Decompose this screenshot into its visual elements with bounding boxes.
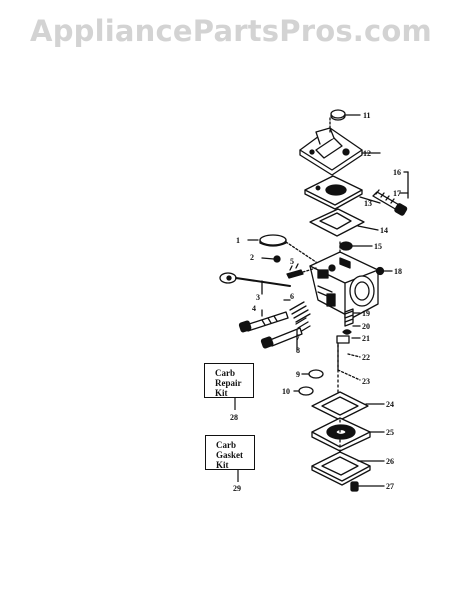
kit-label-line: Carb [216,440,236,450]
leaders-22-23 [337,342,361,381]
part-screw-27 [350,481,385,492]
callout-number-14: 14 [380,226,388,235]
part-cap [330,109,361,121]
callout-number-22: 22 [362,353,370,362]
callout-number-15: 15 [374,242,382,251]
callout-number-11: 11 [363,111,371,120]
callout-number-24: 24 [386,400,394,409]
callout-number-27: 27 [386,482,394,491]
callout-number-4: 4 [252,304,256,313]
part-screw-15 [339,241,373,251]
callout-number-13: 13 [364,199,372,208]
callout-number-9: 9 [296,370,300,379]
part-screw-7-8 [260,317,311,351]
part-plug-18 [375,266,393,276]
callout-number-26: 26 [386,457,394,466]
part-washer-10 [293,386,314,396]
callout-number-18: 18 [394,267,402,276]
part-diaphragm-25 [311,417,385,452]
callout-number-7: 7 [296,333,300,342]
part-screw-4 [238,309,289,333]
callout-number-16: 16 [393,168,401,177]
carb-repair-kit-number: 28 [230,413,238,422]
callout-number-25: 25 [386,428,394,437]
kit-label-line: Carb [215,368,235,378]
part-spring-6 [283,299,311,323]
part-gasket [309,208,379,237]
part-screw-2 [261,255,281,263]
part-needle-19-21 [336,308,361,344]
callout-number-3: 3 [256,293,260,302]
kit-label-line: Kit [216,460,229,470]
part-carb-body [309,239,379,319]
callout-number-5: 5 [290,257,294,266]
part-gasket-24 [311,391,385,421]
callout-number-8: 8 [296,346,300,355]
callout-number-19: 19 [362,309,370,318]
kit-label-line: Repair [215,378,242,388]
carb-gasket-kit-box: Carb Gasket Kit [205,435,255,470]
part-washer-9 [301,369,324,379]
carb-repair-kit-box: Carb Repair Kit [204,363,254,398]
kit-label-line: Kit [215,388,228,398]
callout-number-21: 21 [362,334,370,343]
callout-number-17: 17 [393,189,401,198]
carb-gasket-kit-number: 29 [233,484,241,493]
watermark-logo: AppliancePartsPros.com [30,14,432,48]
callout-number-10: 10 [282,387,290,396]
part-pin-5 [286,263,317,279]
callout-number-6: 6 [290,292,294,301]
callout-number-2: 2 [250,253,254,262]
part-diaphragm [304,175,381,210]
callout-number-23: 23 [362,377,370,386]
callout-number-12: 12 [363,149,371,158]
callout-number-1: 1 [236,236,240,245]
kit-label-line: Gasket [216,450,243,460]
callout-number-20: 20 [362,322,370,331]
part-lever-3 [219,272,291,295]
part-plate-1 [247,234,317,263]
part-cover-26 [311,451,385,486]
part-cover [299,117,381,176]
part-needle-screw [372,171,409,216]
